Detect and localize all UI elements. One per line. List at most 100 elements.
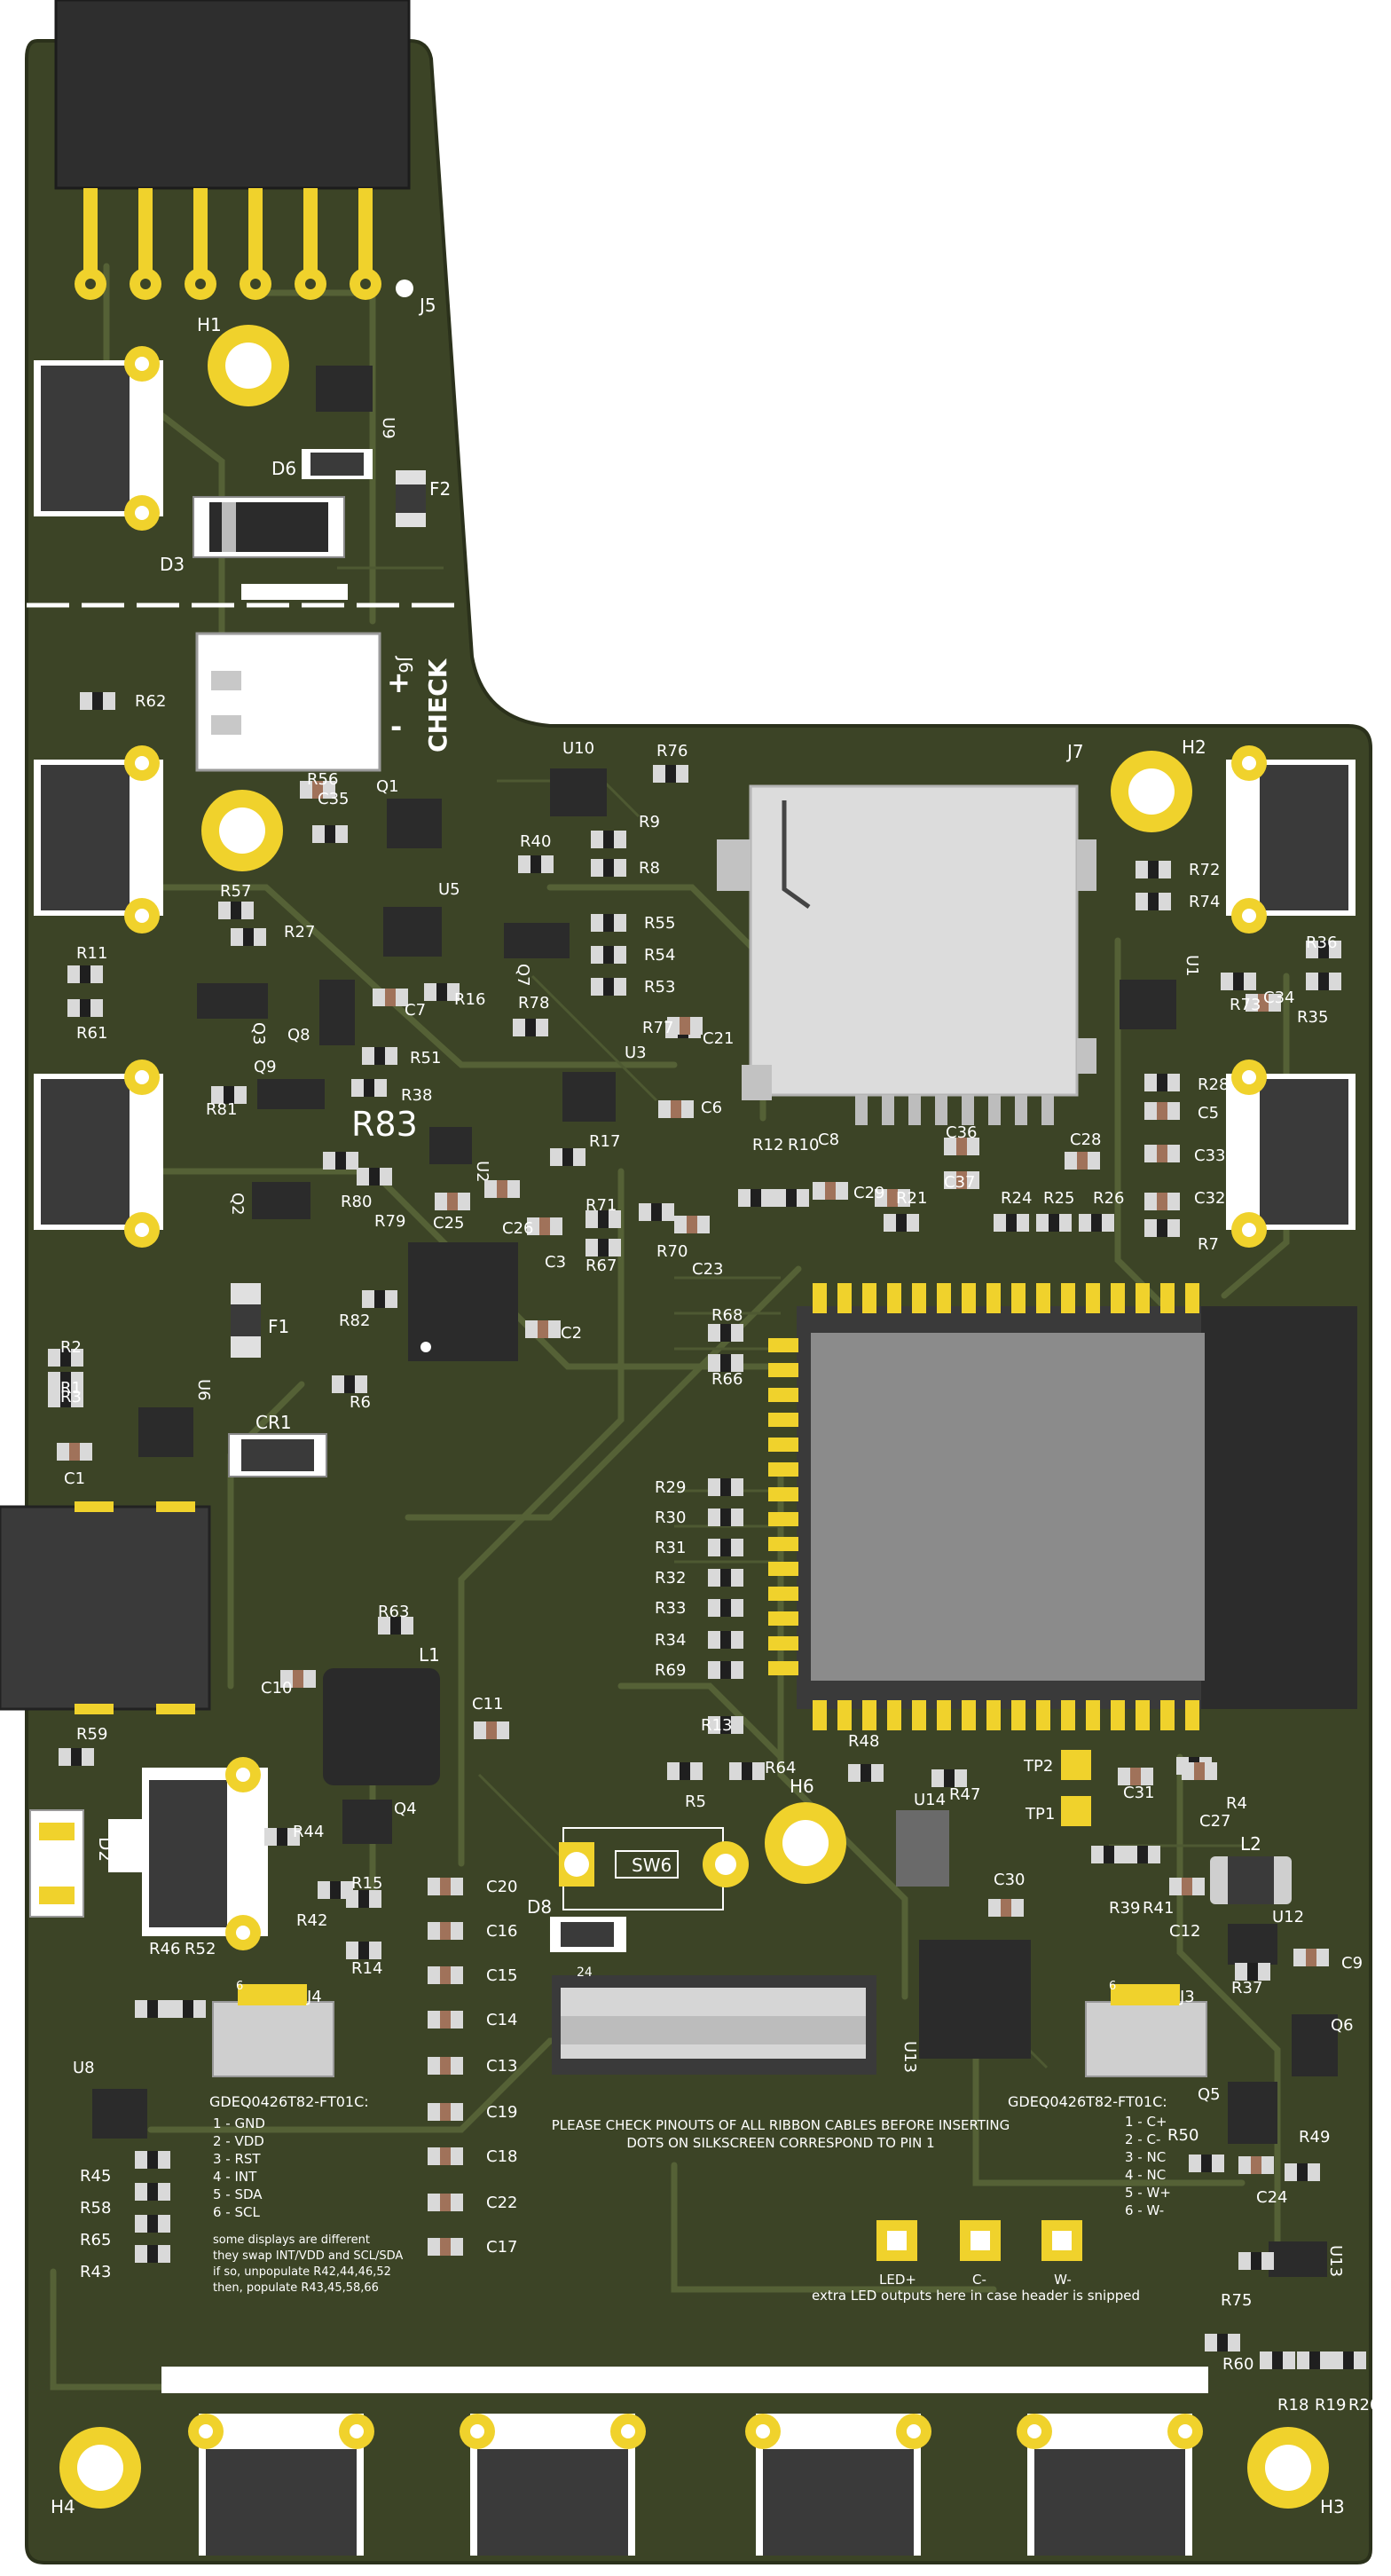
side-button-left-3[interactable] [34,1060,163,1248]
led-d2[interactable] [29,1809,84,1918]
ic-u10[interactable] [1228,1924,1277,1965]
side-button-right-2[interactable] [1226,1060,1356,1248]
diode-d6[interactable] [550,1917,626,1952]
inductor-l2[interactable] [1210,1856,1292,1904]
led-outputs-note: extra LED outputs here in case header is… [812,2288,1140,2304]
label-r66: R66 [711,1370,743,1389]
bottom-button-1[interactable] [188,2414,374,2556]
label-r60: R60 [1222,2355,1253,2374]
label-r69: R69 [655,1661,686,1680]
label-r11: R11 [76,944,107,963]
connector-j5-pin [211,671,241,690]
ic-u1[interactable] [1120,980,1176,1029]
pinout-right-title: GDEQ0426T82-FT01C: [1008,2093,1167,2110]
label-r82: R82 [339,1312,370,1330]
resistor [708,1324,743,1342]
transistor-q9[interactable] [257,1079,325,1109]
diode-d8[interactable] [302,449,373,479]
bottom-button-4[interactable] [1017,2414,1203,2556]
ic-u6[interactable] [138,1407,193,1457]
transistor-q3[interactable] [197,983,268,1019]
label-r36: R36 [1306,934,1337,952]
fpc-j4[interactable] [212,1984,334,2077]
transistor-q6[interactable] [1292,2014,1338,2076]
label-d8: D6 [271,458,296,479]
ic-u13[interactable] [919,1940,1031,2059]
transistor-q7[interactable] [504,923,570,958]
sd-card-slot[interactable] [717,784,1096,1125]
fpc-j3[interactable] [1085,1984,1207,2077]
mounting-hole-h2[interactable] [1111,751,1192,832]
capacitor [944,1171,979,1189]
label-r51: R51 [410,1049,441,1067]
ic-q1[interactable] [387,799,442,848]
header-j6-body[interactable] [54,0,411,190]
resistor [708,1599,743,1617]
ic-u3[interactable] [562,1072,616,1122]
transistor-q2[interactable] [252,1182,310,1219]
transistor-q8[interactable] [319,980,355,1045]
capacitor [280,1670,316,1688]
label-r80: R80 [341,1193,372,1211]
transistor-q4[interactable] [342,1800,392,1844]
label-q4: Q4 [394,1800,417,1818]
esp32-module[interactable] [797,1306,1357,1709]
label-c6: C6 [701,1099,722,1117]
fuse-f2[interactable] [396,470,426,527]
resistor [1189,2155,1224,2172]
mounting-hole-h1[interactable] [208,325,289,406]
test-point-tp2[interactable] [1061,1750,1091,1780]
label-u6: U6 [194,1379,213,1401]
label-r28: R28 [1198,1075,1229,1094]
transistor-q5[interactable] [1228,2082,1277,2144]
diode-cr1[interactable] [228,1433,327,1477]
diode-d3[interactable] [193,496,345,558]
ic-u2[interactable] [408,1242,518,1361]
label-r62: R62 [135,692,166,711]
ic-u7[interactable] [92,2089,147,2139]
label-c24: C24 [1256,2188,1287,2207]
mounting-hole-h3[interactable] [1247,2427,1329,2509]
capacitor [1182,1762,1217,1780]
side-button-left-1[interactable] [34,346,163,531]
resistor [1036,1214,1072,1232]
mounting-hole-h4[interactable] [59,2427,141,2509]
mounting-hole-h5[interactable] [201,790,283,871]
ic-u8[interactable] [316,366,373,412]
inductor-l1[interactable] [323,1668,440,1785]
fpc-24pin-connector[interactable] [552,1975,876,2075]
esp32-pads [768,1283,1199,1730]
ic-u5[interactable] [383,907,442,957]
switch-sw6[interactable] [559,1827,749,1910]
usb-c-connector[interactable] [0,1505,211,1711]
test-point-tp1[interactable] [1061,1796,1091,1826]
resistor [884,1214,919,1232]
ic-u12[interactable] [1269,2241,1327,2277]
ic-u14[interactable] [896,1810,949,1887]
ic-u2-small[interactable] [429,1127,472,1164]
capacitor [1144,1102,1180,1120]
label-r54: R54 [644,946,675,965]
label-c19: C19 [486,2103,517,2122]
resistor [1221,973,1256,990]
mounting-hole-h6[interactable] [765,1802,846,1884]
side-button-right-1[interactable] [1226,745,1356,934]
capacitor [428,2057,463,2075]
ic-u9[interactable] [550,768,607,816]
label-r33: R33 [655,1599,686,1618]
bottom-button-2[interactable] [460,2414,646,2556]
label-cr1: CR1 [255,1412,292,1433]
side-button-left-2[interactable] [34,745,163,934]
resistor [653,765,688,783]
fuse-f1[interactable] [231,1283,261,1358]
led-output-pads[interactable] [876,2220,1082,2261]
label-r24: R24 [1001,1189,1032,1208]
bottom-button-3[interactable] [745,2414,931,2556]
power-switch[interactable] [108,1757,268,1950]
label-c5: C5 [1198,1104,1219,1123]
svg-text:3 - RST: 3 - RST [213,2151,261,2167]
resistor [211,1086,247,1104]
label-c32: C32 [1194,1189,1225,1208]
label-u3: U3 [625,1044,647,1062]
connector-j5[interactable] [195,632,381,772]
